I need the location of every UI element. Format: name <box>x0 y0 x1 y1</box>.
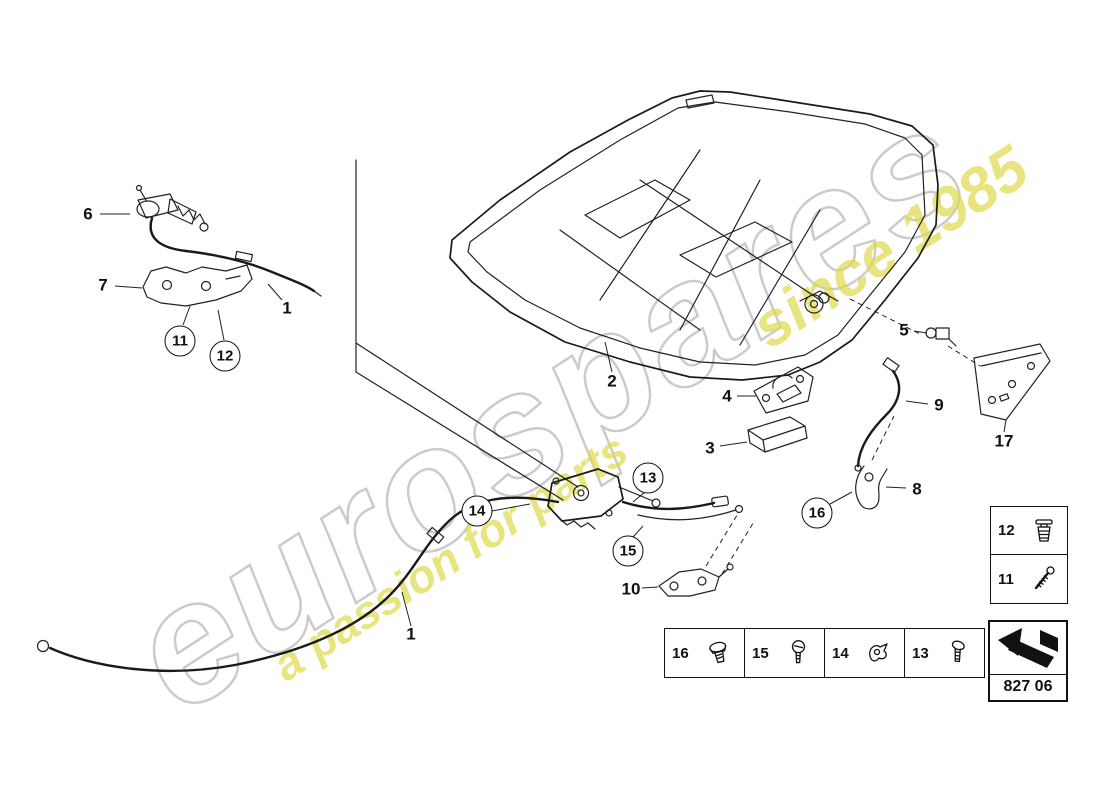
expanding-rivet-icon <box>1020 516 1067 546</box>
hook-bracket-drawing <box>856 466 887 509</box>
striker-drawing <box>754 367 813 413</box>
callout-17[interactable]: 17 <box>994 431 1014 451</box>
callout-bubble-15[interactable]: 15 <box>612 535 644 567</box>
page-code-label: 827 06 <box>990 674 1066 700</box>
callout-7[interactable]: 7 <box>98 275 108 295</box>
callout-3[interactable]: 3 <box>705 438 715 458</box>
legend-label: 13 <box>912 644 929 662</box>
legend-label: 15 <box>752 644 769 662</box>
callout-bubble-11[interactable]: 11 <box>164 325 196 357</box>
dashed-relation-lines <box>706 299 980 574</box>
callout-leader-lines <box>100 214 1006 626</box>
tapping-screw-icon <box>934 638 984 668</box>
callout-4[interactable]: 4 <box>722 386 732 406</box>
inset-release-cable-drawing <box>151 218 321 296</box>
legend-label: 11 <box>998 570 1014 588</box>
callout-10[interactable]: 10 <box>621 579 641 599</box>
legend-item-16[interactable]: 16 <box>665 629 745 677</box>
lock-actuator-drawing <box>137 186 209 232</box>
mounting-bracket-drawing <box>143 265 252 306</box>
pad-drawing <box>748 417 807 452</box>
callout-9[interactable]: 9 <box>934 395 944 415</box>
legend-label: 12 <box>998 522 1015 539</box>
short-cable-drawing <box>855 358 899 471</box>
callout-1-cable[interactable]: 1 <box>406 624 416 644</box>
direction-arrow-icon <box>990 622 1066 674</box>
pan-head-screw-icon <box>774 638 824 668</box>
page-code-box: 827 06 <box>988 620 1068 702</box>
fastener-legend-bottom: 16 15 <box>664 628 985 678</box>
cable-clip-icon <box>854 638 904 668</box>
callout-8[interactable]: 8 <box>912 479 922 499</box>
legend-label: 16 <box>672 644 689 662</box>
callout-2[interactable]: 2 <box>607 371 617 391</box>
small-bracket-drawing <box>659 564 733 596</box>
callout-bubble-14[interactable]: 14 <box>461 495 493 527</box>
legend-item-11[interactable]: 11 <box>991 555 1067 603</box>
callout-1-inset[interactable]: 1 <box>282 298 292 318</box>
callout-5[interactable]: 5 <box>899 320 909 340</box>
legend-item-13[interactable]: 13 <box>905 629 984 677</box>
clip-drawing <box>926 328 956 346</box>
detail-projection-lines <box>356 160 578 500</box>
callout-6[interactable]: 6 <box>83 204 93 224</box>
legend-label: 14 <box>832 644 849 662</box>
rear-lid-panel-drawing <box>450 91 938 380</box>
legend-item-14[interactable]: 14 <box>825 629 905 677</box>
callout-bubble-16[interactable]: 16 <box>801 497 833 529</box>
fastener-legend-side: 12 11 <box>990 506 1068 604</box>
long-screw-icon <box>1020 564 1067 594</box>
callout-bubble-12[interactable]: 12 <box>209 340 241 372</box>
legend-item-12[interactable]: 12 <box>991 507 1067 555</box>
callout-bubble-13[interactable]: 13 <box>632 462 664 494</box>
rail-bracket-drawing <box>974 344 1050 420</box>
flanged-bolt-icon <box>694 638 744 668</box>
legend-item-15[interactable]: 15 <box>745 629 825 677</box>
latch-assembly-drawing <box>548 469 743 529</box>
